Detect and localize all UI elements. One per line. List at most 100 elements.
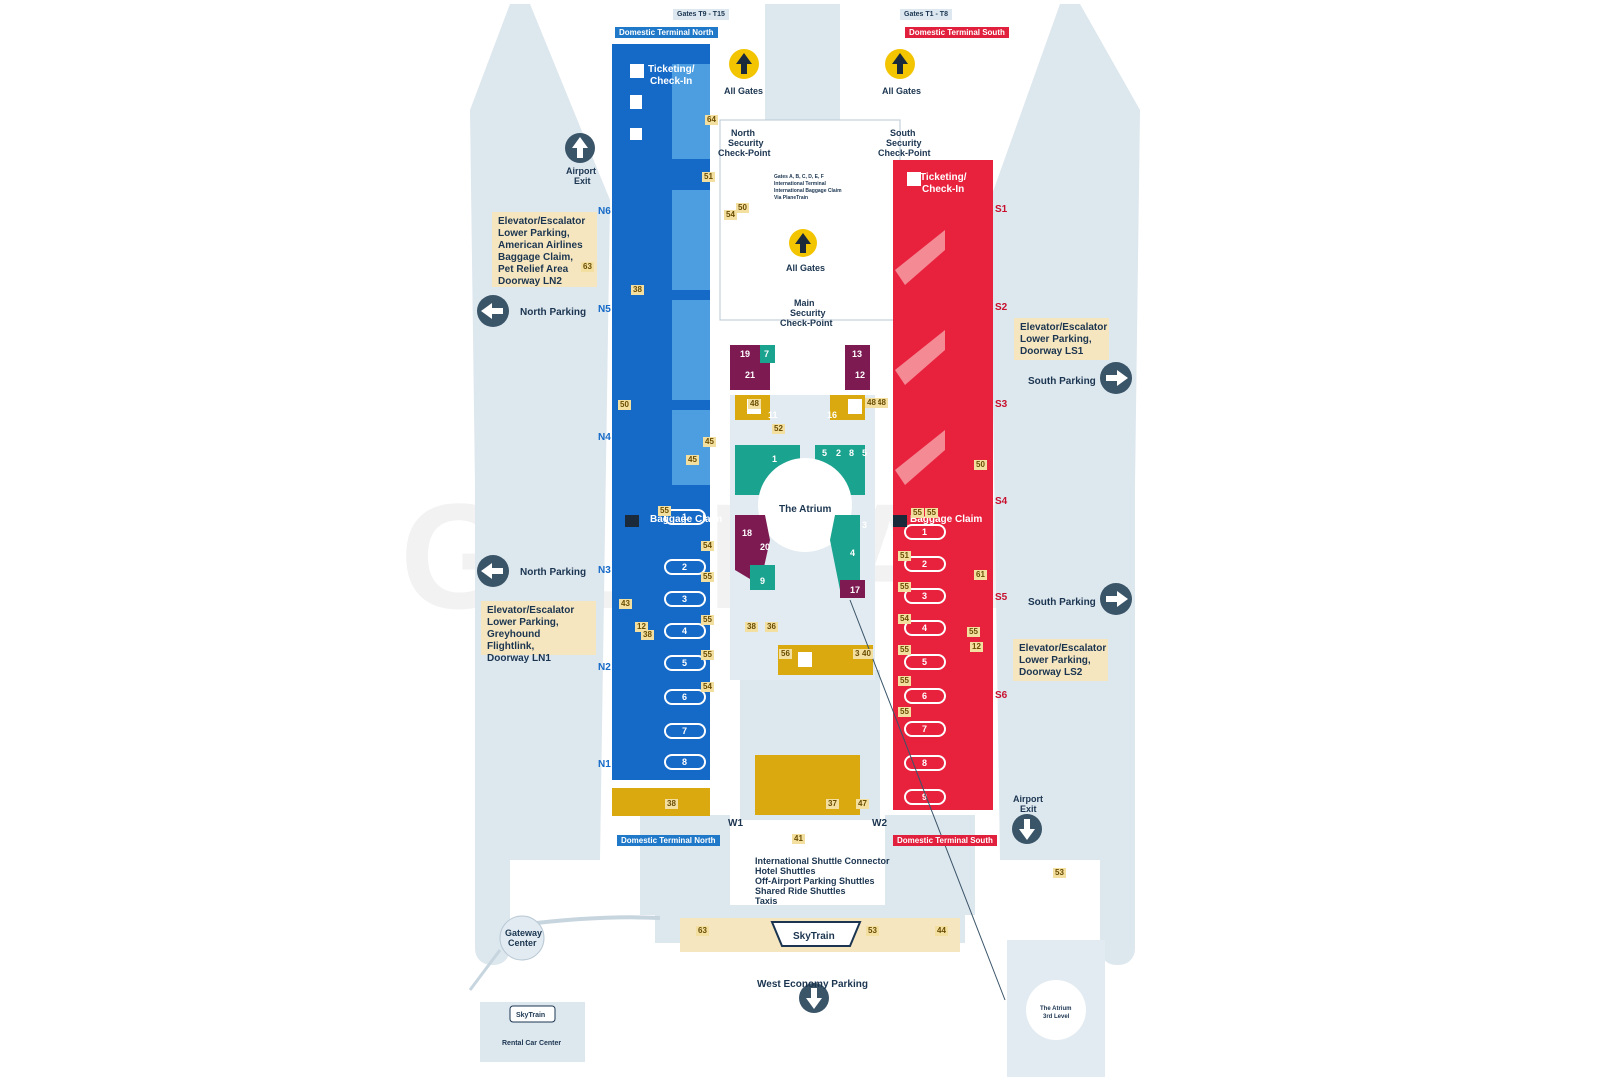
- gateway-center: Gateway Center: [499, 915, 545, 961]
- north-security-label: North: [731, 128, 755, 138]
- baggage-claim-south-label: Baggage Claim: [910, 514, 982, 525]
- gates-right-header: Gates T1 - T8: [900, 9, 952, 20]
- carousel-north: [664, 655, 706, 671]
- service-icons: [625, 64, 921, 667]
- location-number: 55: [898, 582, 911, 592]
- carousel-label: 1: [682, 512, 687, 522]
- location-number: 37: [826, 799, 839, 809]
- south-security-label: Check-Point: [878, 148, 931, 158]
- info-line: Lower Parking,: [498, 228, 570, 239]
- info-line: Greyhound Flightlink,: [487, 629, 541, 652]
- ticketing-north-label: Ticketing/: [648, 64, 695, 75]
- shuttle-line: Off-Airport Parking Shuttles: [755, 876, 875, 886]
- w2-label: W2: [872, 818, 887, 829]
- carousel-north: [664, 689, 706, 705]
- restroom-icon: [798, 652, 812, 667]
- door-s3: S3: [995, 399, 1008, 410]
- location-number: 44: [935, 926, 948, 936]
- carousel-label: 5: [682, 658, 687, 668]
- info-box-ls2: Elevator/Escalator Lower Parking, Doorwa…: [1013, 639, 1108, 681]
- ticketing-south-label: Ticketing/: [920, 172, 967, 183]
- location-number: 55: [911, 508, 924, 518]
- ticketing-south-label: Check-In: [922, 184, 964, 195]
- location-number: 63: [696, 926, 709, 936]
- info-line: Lower Parking,: [1019, 655, 1091, 666]
- location-number: 64: [705, 115, 718, 125]
- main-security-label: Check-Point: [780, 318, 833, 328]
- south-security-label: South: [890, 128, 916, 138]
- terminal-south-top-tag: Domestic Terminal South: [905, 27, 1009, 38]
- location-number: 12: [635, 622, 648, 632]
- door-n6: N6: [598, 206, 611, 217]
- door-n4: N4: [598, 432, 611, 443]
- arrow-up-icon: [789, 229, 817, 257]
- location-number: 54: [701, 541, 714, 551]
- carousel-south: [904, 688, 946, 704]
- atrium-3rd-label: 3rd Level: [1043, 1014, 1070, 1020]
- carousel-label: 2: [922, 559, 927, 569]
- room-label: 5: [822, 448, 827, 458]
- carousel-south: [904, 755, 946, 771]
- location-number: 55: [701, 572, 714, 582]
- room-label: 8: [849, 448, 854, 458]
- room-label: 5: [862, 448, 867, 458]
- atrium-3rd-label: The Atrium: [1040, 1006, 1071, 1012]
- carousel-north: [664, 591, 706, 607]
- carousel-south: [904, 721, 946, 737]
- all-gates-center-label: All Gates: [786, 263, 825, 273]
- room-label: 19: [740, 349, 750, 359]
- location-number: 45: [703, 437, 716, 447]
- south-security-label: Security: [886, 138, 922, 148]
- south-parking-label: South Parking: [1028, 597, 1096, 608]
- room-label: 7: [764, 349, 769, 359]
- carousel-label: 7: [682, 726, 687, 736]
- location-number: 47: [856, 799, 869, 809]
- atrium-room-numbers: 19 7 21 13 14 12 11 16 1 5 2 8 5 18 20 3…: [740, 349, 867, 595]
- room-label: 16: [827, 410, 837, 420]
- north-security-label: Check-Point: [718, 148, 771, 158]
- carousel-label: 2: [682, 562, 687, 572]
- south-door-labels: S1 S2 S3 S4 S5 S6: [995, 204, 1008, 701]
- arrow-down-icon: [799, 983, 829, 1013]
- w1-label: W1: [728, 818, 743, 829]
- all-gates-right-label: All Gates: [882, 86, 921, 96]
- shuttle-line: Taxis: [755, 896, 777, 906]
- location-number: 55: [898, 707, 911, 717]
- north-security-label: Security: [728, 138, 764, 148]
- location-number: 43: [619, 599, 632, 609]
- room-label: 1: [772, 454, 777, 464]
- info-line: American Airlines: [498, 240, 583, 251]
- shuttle-line: Shared Ride Shuttles: [755, 886, 846, 896]
- airport-exit-right-label: Exit: [1020, 804, 1037, 814]
- location-number: 48: [875, 398, 888, 408]
- carousel-label: 5: [922, 657, 927, 667]
- intl-note: Gates A, B, C, D, E, F: [774, 174, 824, 180]
- carousel-south: [904, 588, 946, 604]
- rental-car-center: SkyTrain Rental Car Center: [480, 1002, 585, 1062]
- room-label: 4: [850, 548, 855, 558]
- skytrain-label: SkyTrain: [793, 931, 835, 942]
- location-number: 51: [702, 172, 715, 182]
- info-line: Baggage Claim,: [498, 252, 574, 263]
- info-line: Elevator/Escalator: [1019, 643, 1107, 654]
- location-number: 41: [792, 834, 805, 844]
- info-line: Doorway LN2: [498, 276, 562, 287]
- arrow-down-icon: [1012, 814, 1042, 844]
- arrow-up-icon: [885, 49, 915, 79]
- intl-note: International Baggage Claim: [774, 188, 842, 194]
- carousel-label: 4: [922, 623, 927, 633]
- arrow-right-icon: [1100, 362, 1132, 394]
- arrow-up-icon: [729, 49, 759, 79]
- rental-car-label: Rental Car Center: [502, 1040, 561, 1047]
- main-security-label: Main: [794, 298, 815, 308]
- room-label: 14: [835, 370, 845, 380]
- location-number: 38: [665, 799, 678, 809]
- carousel-label: 1: [922, 527, 927, 537]
- location-number: 48: [748, 399, 761, 409]
- location-number: 54: [701, 682, 714, 692]
- room-label: 3: [862, 520, 867, 530]
- room-label: 18: [742, 528, 752, 538]
- room-label: 9: [760, 576, 765, 586]
- room-label: 21: [745, 370, 755, 380]
- door-n2: N2: [598, 662, 611, 673]
